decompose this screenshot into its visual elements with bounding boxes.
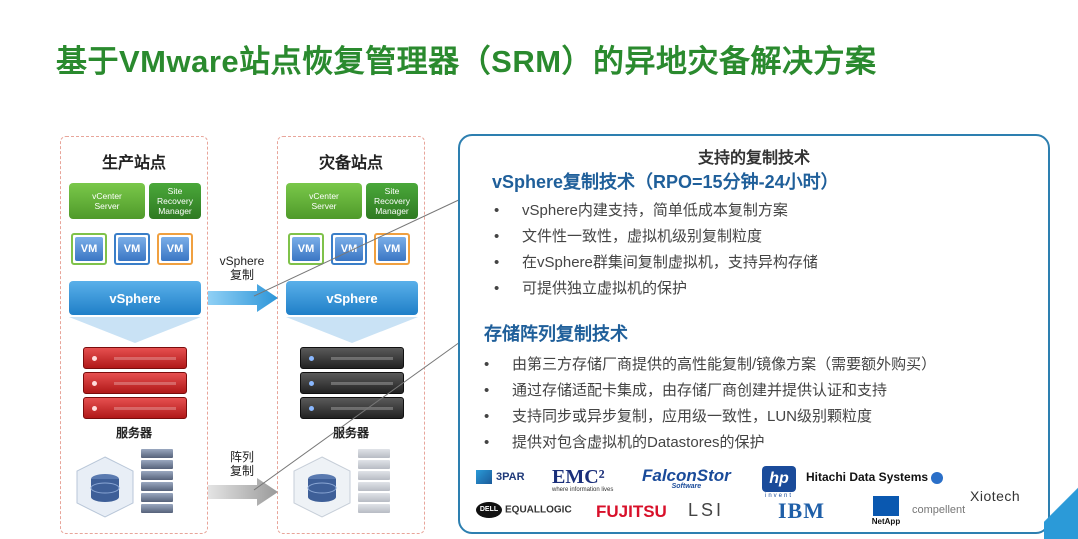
list-item: vSphere内建支持，简单低成本复制方案 xyxy=(494,198,818,224)
vsphere-replication-list: vSphere内建支持，简单低成本复制方案 文件性一致性，虚拟机级别复制粒度 在… xyxy=(494,198,818,302)
server-label: 服务器 xyxy=(115,426,152,440)
array-replication-label: 阵列 复制 xyxy=(229,450,254,478)
server-unit-icon xyxy=(83,372,187,394)
hp-invent-text: invent xyxy=(764,493,793,499)
site-recovery-manager-box: Site Recovery Manager xyxy=(149,183,201,219)
netapp-mark-icon xyxy=(873,496,899,516)
corner-decoration xyxy=(1044,479,1078,539)
server-label: 服务器 xyxy=(332,426,369,440)
page-title: 基于VMware站点恢复管理器（SRM）的异地灾备解决方案 xyxy=(56,44,877,79)
vsphere-replication-title: vSphere复制技术（RPO=15分钟-24小时） xyxy=(492,172,839,192)
fujitsu-logo: FUJITSU xyxy=(596,502,667,521)
vm-box: VM xyxy=(71,233,107,265)
server-unit-icon xyxy=(300,372,404,394)
hp-logo: hp xyxy=(762,466,796,492)
lsi-logo: LSI xyxy=(688,500,725,520)
recovery-site: 灾备站点 vCenter Server Site Recovery Manage… xyxy=(277,136,425,534)
vsphere-replication-arrow-icon xyxy=(208,284,278,312)
server-unit-icon xyxy=(83,347,187,369)
ibm-logo: IBM xyxy=(778,498,825,523)
hitachi-logo: Hitachi Data Systems xyxy=(806,470,944,484)
array-replication-arrow-icon xyxy=(208,478,278,506)
disk-rack-icon xyxy=(141,449,173,515)
vm-box: VM xyxy=(374,233,410,265)
list-item: 可提供独立虚拟机的保护 xyxy=(494,276,818,302)
vcenter-server-box: vCenter Server xyxy=(69,183,145,219)
array-replication-title: 存储阵列复制技术 xyxy=(484,324,628,344)
production-site: 生产站点 vCenter Server Site Recovery Manage… xyxy=(60,136,208,534)
dell-mark-icon: DELL xyxy=(476,502,502,518)
hitachi-globe-icon xyxy=(931,471,944,484)
recovery-site-title: 灾备站点 xyxy=(318,155,383,172)
array-replication-list: 由第三方存储厂商提供的高性能复制/镜像方案（需要额外购买） 通过存储适配卡集成，… xyxy=(484,352,936,456)
list-item: 提供对包含虚拟机的Datastores的保护 xyxy=(484,430,936,456)
server-unit-icon xyxy=(83,397,187,419)
storage-cube-icon xyxy=(293,456,351,518)
production-site-title: 生产站点 xyxy=(101,155,166,172)
list-item: 支持同步或异步复制，应用级一致性，LUN级别颗粒度 xyxy=(484,404,936,430)
vm-box: VM xyxy=(331,233,367,265)
netapp-logo: NetApp xyxy=(866,496,906,526)
panel-heading: 支持的复制技术 xyxy=(697,150,810,167)
site-recovery-manager-box: Site Recovery Manager xyxy=(366,183,418,219)
vm-box: VM xyxy=(288,233,324,265)
list-item: 通过存储适配卡集成，由存储厂商创建并提供认证和支持 xyxy=(484,378,936,404)
compellent-logo: compellent xyxy=(912,504,966,516)
vsphere-replication-label: vSphere 复制 xyxy=(219,254,265,282)
list-item: 由第三方存储厂商提供的高性能复制/镜像方案（需要额外购买） xyxy=(484,352,936,378)
vsphere-funnel-icon xyxy=(69,317,201,343)
list-item: 文件性一致性，虚拟机级别复制粒度 xyxy=(494,224,818,250)
vcenter-server-box: vCenter Server xyxy=(286,183,362,219)
replication-tech-panel: 支持的复制技术 vSphere复制技术（RPO=15分钟-24小时） vSphe… xyxy=(458,134,1050,534)
xiotech-logo: Xiotech xyxy=(970,488,1021,504)
server-unit-icon xyxy=(300,347,404,369)
3par-logo: 3PAR xyxy=(476,470,525,484)
vsphere-funnel-icon xyxy=(286,317,418,343)
vm-box: VM xyxy=(157,233,193,265)
3par-mark-icon xyxy=(476,470,492,484)
vm-box: VM xyxy=(114,233,150,265)
vsphere-bar: vSphere xyxy=(286,281,418,315)
disk-rack-icon xyxy=(358,449,390,515)
storage-cube-icon xyxy=(76,456,134,518)
server-unit-icon xyxy=(300,397,404,419)
vsphere-bar: vSphere xyxy=(69,281,201,315)
list-item: 在vSphere群集间复制虚拟机，支持异构存储 xyxy=(494,250,818,276)
